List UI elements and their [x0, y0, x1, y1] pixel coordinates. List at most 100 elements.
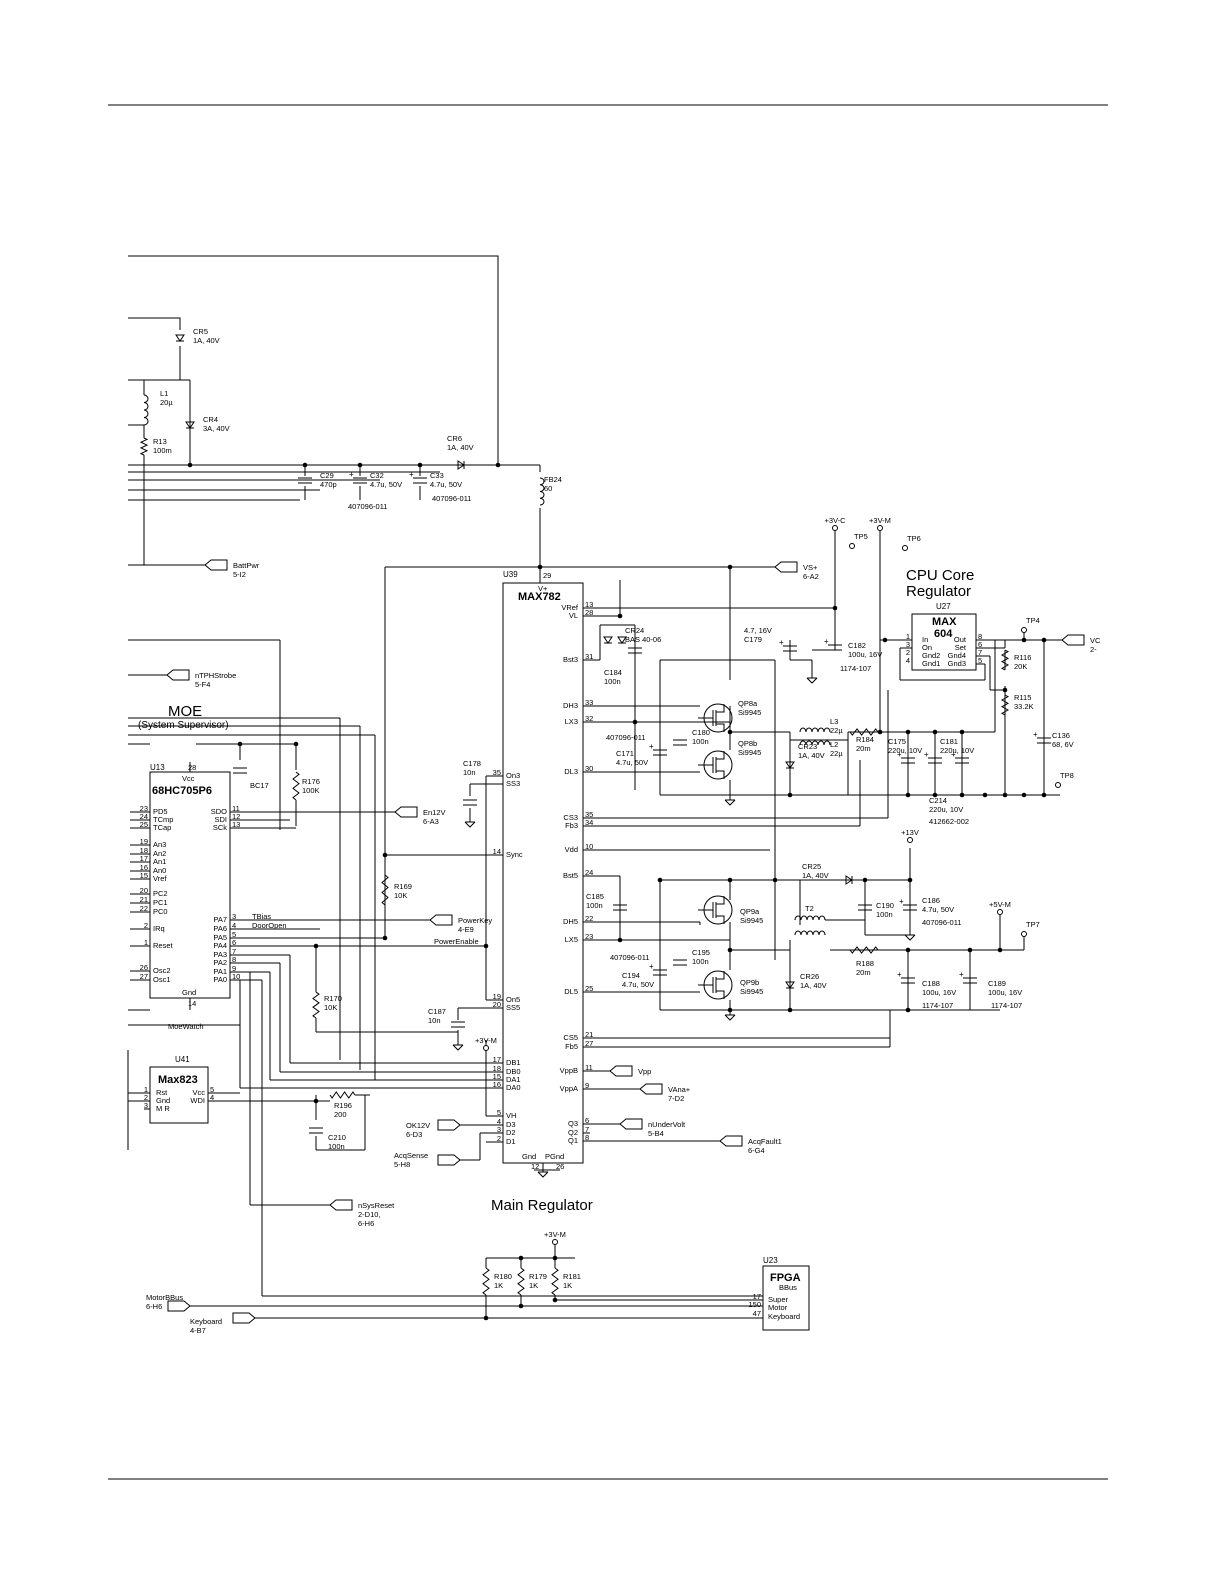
u39-pin-number: 6: [585, 1116, 589, 1125]
c194-capacitor-plus: +: [649, 962, 654, 971]
u39-pin-number: 34: [585, 818, 593, 827]
r176-resistor: [292, 771, 300, 801]
label-c29-value: 470p: [320, 480, 337, 489]
net-door-open: DoorOpen: [252, 921, 287, 930]
u39-pin-number: 17: [493, 1055, 501, 1064]
label-r181-value: 1K: [563, 1281, 572, 1290]
u13-pin-name: An1: [153, 857, 166, 866]
rail-p3vm-label: +3V-M: [869, 516, 891, 525]
u27-pin-name: On: [922, 643, 932, 652]
u41-pin-name: Rst: [156, 1088, 168, 1097]
r170-resistor: [312, 991, 320, 1019]
label-c182-value: 100u, 16V: [848, 650, 882, 659]
u39-pin-name: Q1: [568, 1136, 578, 1145]
u27-pin-name: Out: [954, 635, 967, 644]
port-acqfault1-ref: 6-G4: [748, 1146, 765, 1155]
moe-sublabel: (System Supervisor): [138, 720, 229, 731]
r196-resistor: [329, 1091, 356, 1099]
u39-pin-name: LX3: [565, 717, 578, 726]
l1-coil: [143, 394, 149, 426]
u13-pin-name: Reset: [153, 941, 174, 950]
label-cr23-ref: CR23: [798, 742, 817, 751]
u39-pin-number: 12: [531, 1162, 539, 1171]
label-cr4-value: 3A, 40V: [203, 424, 230, 433]
u39-pin-name: VL: [569, 611, 578, 620]
label-c179-value: C179: [744, 635, 762, 644]
u39-pin-name: DL5: [564, 987, 578, 996]
main-regulator-label: Main Regulator: [491, 1197, 593, 1214]
gnd-qp8b-arrow: [724, 799, 736, 806]
u39-pin-name: VRef: [561, 603, 579, 612]
u27-pin-name: Gnd3: [948, 659, 966, 668]
u41-pin-name: Gnd: [156, 1096, 170, 1105]
u39-pin-name: D3: [506, 1120, 516, 1129]
u13-pin-name: PC0: [153, 907, 168, 916]
port-keyboard-label: Keyboard: [190, 1317, 222, 1326]
label-bc17-ref: BC17: [250, 781, 269, 790]
c189-capacitor-plus: +: [959, 970, 964, 979]
u39-pin-number: 35: [493, 768, 501, 777]
u39-pin-name: CS5: [563, 1033, 578, 1042]
u39-pin-number: 33: [585, 698, 593, 707]
u39-pin-number: 14: [493, 847, 501, 856]
port-motorbbus-label: MotorBBus: [146, 1293, 183, 1302]
u39-pin-name: SS5: [506, 1003, 520, 1012]
u13-pin-number: 19: [140, 837, 148, 846]
port-en12v-flag: [394, 806, 418, 818]
u41-pin-name: M R: [156, 1104, 170, 1113]
r115-resistor: [1000, 694, 1010, 716]
label-c181-ref: C181: [940, 737, 958, 746]
label-r170-ref: R170: [324, 994, 342, 1003]
gnd-c186-arrow: [904, 934, 916, 941]
label-l3-value: 22µ: [830, 726, 843, 735]
label-c185-ref: C185: [586, 892, 604, 901]
u13-name: 68HC705P6: [152, 785, 212, 797]
u41-pin-number: 5: [210, 1085, 214, 1094]
u39-pin-name: DA0: [506, 1083, 521, 1092]
label-r115-ref: R115: [1014, 693, 1031, 702]
u13-pin-number: 3: [232, 912, 236, 921]
u39-pin-number: 32: [585, 714, 593, 723]
u13-pin-number: 1: [144, 938, 148, 947]
port-ntphstrobe-flag: [166, 669, 190, 681]
qp9b-mosfet-source: [716, 990, 725, 999]
junctions: [187, 462, 1047, 1321]
tp8-terminal: [1055, 782, 1061, 788]
u13-pin-name: PC2: [153, 889, 168, 898]
label-c194-ref: C194: [622, 971, 640, 980]
gnd-c182-arrow: [806, 677, 818, 684]
label-cr6-value: 1A, 40V: [447, 443, 474, 452]
c186-capacitor-plus: +: [899, 897, 904, 906]
u13-pin-number: 5: [232, 930, 236, 939]
label-c190-ref: C190: [876, 901, 894, 910]
qp8b-mosfet-source: [716, 770, 725, 779]
u27-pin-number: 1: [906, 632, 910, 641]
net-tbias: TBias: [252, 912, 271, 921]
label-cr24-value: BAS 40-06: [625, 635, 661, 644]
u39-pin-name: D1: [506, 1137, 516, 1146]
u39-pin-number: 18: [493, 1064, 501, 1073]
u23-pin-name: Keyboard: [768, 1312, 800, 1321]
label-r196-ref: R196: [334, 1101, 352, 1110]
cpu-core-label: CPU Core: [906, 567, 974, 584]
u13-pin-name: PA7: [213, 915, 227, 924]
label-c180-value: 100n: [692, 737, 709, 746]
u27-pin-number: 2: [906, 648, 910, 657]
cr24-diode-b: [617, 636, 627, 644]
u39-pin-number: 29: [543, 571, 551, 580]
port-battpwr-label: BattPwr: [233, 561, 260, 570]
u13-pin-number: 16: [140, 863, 148, 872]
label-c175-ref: C175: [888, 737, 906, 746]
rail-p3vm-2-label: +3V-M: [475, 1036, 497, 1045]
u13-pin-name: PA5: [213, 933, 227, 942]
label-r188-value: 20m: [856, 968, 871, 977]
label-c184-value: 100n: [604, 677, 621, 686]
label-l1-ref: L1: [160, 389, 168, 398]
rail-p3vm-3-terminal: [552, 1239, 558, 1245]
cpu-core-label-2: Regulator: [906, 583, 971, 600]
u39-pin-pgnd: PGnd: [545, 1152, 564, 1161]
port-acqsense-label: AcqSense: [394, 1151, 428, 1160]
t2-primary: [794, 915, 826, 921]
label-qp8a-value: Si9945: [738, 708, 761, 717]
